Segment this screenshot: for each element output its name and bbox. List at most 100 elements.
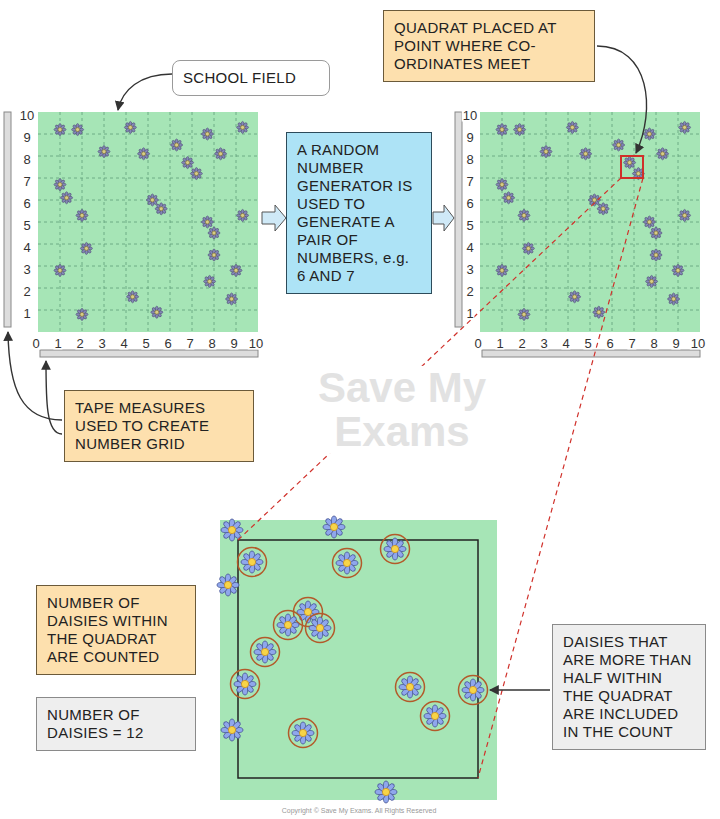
box-text: DAISIES THAT ARE MORE THAN HALF WITHIN T…: [563, 633, 695, 741]
daisy: [76, 308, 88, 320]
count-ring: [396, 673, 425, 702]
daisy-centre: [647, 132, 651, 136]
grid-line: [634, 112, 635, 332]
daisy-centre: [212, 253, 216, 257]
axis-number: 9: [671, 337, 680, 350]
daisy-centre: [647, 220, 651, 224]
daisy-centre: [431, 712, 438, 719]
daisy-centre: [654, 253, 658, 257]
daisy: [424, 705, 446, 727]
daisy: [309, 617, 331, 639]
daisy-centre: [628, 161, 632, 165]
leader-line: [597, 46, 647, 153]
callout-box: NUMBER OF DAISIES WITHIN THE QUADRAT ARE…: [36, 585, 196, 675]
quadrat: [621, 156, 643, 178]
daisy: [201, 216, 213, 228]
daisy: [124, 121, 136, 133]
daisy: [462, 679, 484, 701]
daisy-centre: [382, 788, 389, 795]
axis-number: 6: [22, 197, 31, 210]
grid-line: [38, 222, 258, 223]
daisy: [399, 676, 421, 698]
daisy-centre: [500, 183, 504, 187]
daisy-centre: [672, 297, 676, 301]
count-ring: [381, 535, 410, 564]
daisy-centre: [284, 621, 291, 628]
daisy: [230, 264, 242, 276]
quadrat-frame: [238, 540, 478, 778]
grid-line: [192, 112, 193, 332]
result-box: NUMBER OF DAISIES = 12: [36, 697, 196, 751]
axis-number: 6: [605, 337, 614, 350]
school-field: [38, 112, 258, 332]
grid-line: [126, 112, 127, 332]
daisy: [237, 209, 249, 221]
copyright-note: Copyright © Save My Exams. All Rights Re…: [281, 807, 438, 814]
daisy: [672, 264, 684, 276]
daisy: [566, 121, 578, 133]
daisy: [514, 124, 526, 136]
count-ring: [231, 670, 260, 699]
daisy-centre: [241, 680, 248, 687]
daisy-centre: [131, 295, 135, 299]
count-ring: [333, 549, 362, 578]
daisy: [54, 124, 66, 136]
daisy: [540, 146, 552, 158]
axis-number: 0: [31, 337, 40, 350]
box-text: NUMBER OF DAISIES = 12: [47, 706, 185, 742]
grid-line: [38, 266, 258, 267]
daisy-centre: [597, 310, 601, 314]
block-arrow: [433, 205, 454, 231]
axis-number: 7: [627, 337, 636, 350]
tape-measure: [482, 350, 700, 357]
daisy: [496, 179, 508, 191]
daisy: [569, 291, 581, 303]
daisy-centre: [234, 268, 238, 272]
daisy-centre: [676, 268, 680, 272]
callout-box: TAPE MEASURES USED TO CREATE NUMBER GRID: [64, 390, 254, 462]
daisy: [80, 242, 92, 254]
axis-number: 10: [248, 337, 264, 350]
daisy-centre: [617, 143, 621, 147]
daisy-centre: [80, 312, 84, 316]
axis-number: 2: [75, 337, 84, 350]
axis-number: 8: [22, 153, 31, 166]
daisy: [292, 722, 314, 744]
daisy: [76, 209, 88, 221]
count-ring: [459, 676, 488, 705]
grid-line: [480, 134, 700, 135]
axis-number: 8: [465, 153, 474, 166]
axis-number: 10: [19, 109, 35, 122]
leader-line: [118, 74, 172, 110]
axis-number: 9: [22, 131, 31, 144]
tape-measure: [40, 350, 258, 357]
daisy-centre: [522, 213, 526, 217]
daisy: [613, 139, 625, 151]
daisy-centre: [544, 150, 548, 154]
daisy-centre: [526, 246, 530, 250]
axis-number: 1: [495, 337, 504, 350]
axis-number: 10: [462, 109, 478, 122]
daisy-centre: [230, 297, 234, 301]
daisy: [182, 157, 194, 169]
axis-number: 8: [649, 337, 658, 350]
grid-line: [568, 112, 569, 332]
daisy: [643, 216, 655, 228]
daisy: [127, 291, 139, 303]
callout-box: QUADRAT PLACED AT POINT WHERE CO-ORDINAT…: [383, 10, 595, 82]
axis-number: 7: [185, 337, 194, 350]
leader-line: [46, 361, 62, 434]
daisy: [650, 249, 662, 261]
daisy-centre: [683, 125, 687, 129]
axis-number: 7: [465, 175, 474, 188]
axis-number: 4: [465, 241, 474, 254]
daisy: [496, 264, 508, 276]
count-ring: [289, 719, 318, 748]
daisy-centre: [584, 152, 588, 156]
daisy: [657, 148, 669, 160]
leader-line: [8, 332, 62, 420]
daisy: [336, 552, 358, 574]
daisy-centre: [186, 161, 190, 165]
daisy: [496, 124, 508, 136]
